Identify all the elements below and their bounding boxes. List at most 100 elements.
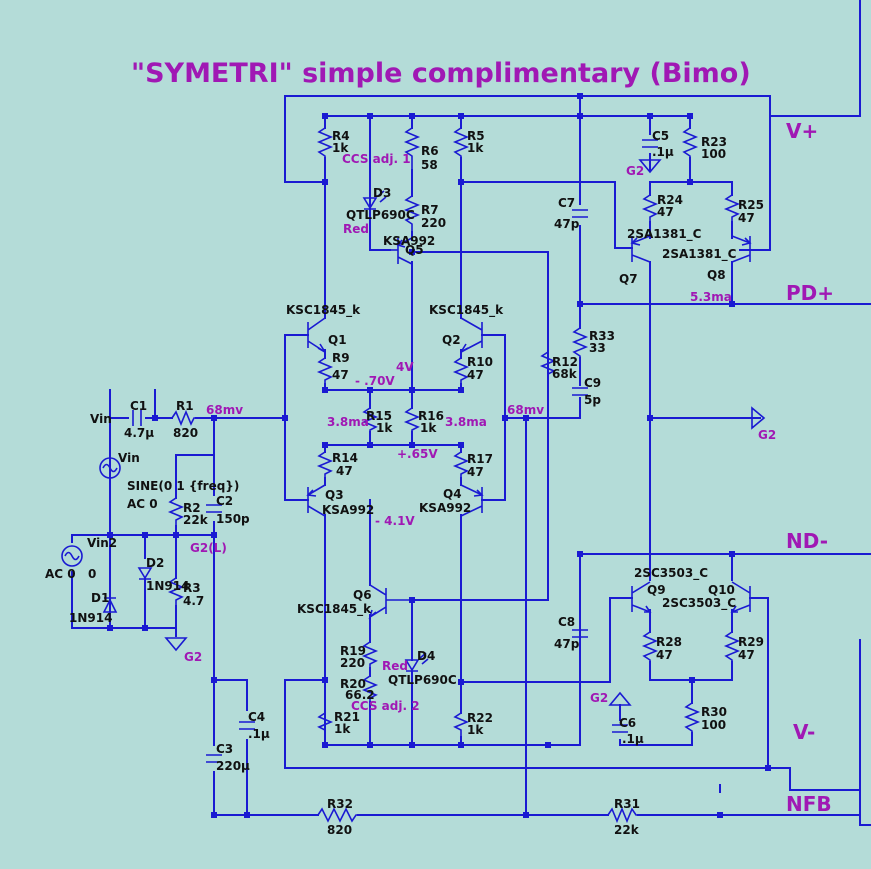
r21-name: R21	[334, 710, 360, 724]
ground-label-g2: G2	[758, 428, 776, 442]
c9-value: 5p	[584, 393, 601, 407]
r1-value: 820	[173, 426, 198, 440]
r12-value: 68k	[552, 367, 578, 381]
transistor-q7	[630, 235, 651, 263]
d2-name: D2	[146, 556, 164, 570]
capacitor-c6	[612, 724, 628, 733]
c6-name: C6	[619, 716, 636, 730]
annotation-3-8ma-left: 3.8ma	[327, 415, 369, 429]
resistor-r3	[167, 577, 185, 606]
r28-name: R28	[656, 635, 682, 649]
q5-value: KSA992	[383, 234, 435, 248]
r14-value: 47	[336, 464, 353, 478]
annotation-ccs-adj-1: CCS adj. 1	[342, 152, 411, 166]
sources	[61, 457, 121, 567]
signal-source-vin	[99, 457, 121, 479]
c2-value: 150p	[216, 512, 250, 526]
q1-value: KSC1845_k	[286, 303, 361, 318]
annotation-3-8ma-right: 3.8ma	[445, 415, 487, 429]
resistor-r21	[317, 712, 334, 737]
r9-name: R9	[332, 351, 350, 365]
rail-vplus: V+	[786, 119, 818, 143]
transistor-q10	[730, 581, 751, 613]
r31-name: R31	[614, 797, 640, 811]
r29-name: R29	[738, 635, 764, 649]
led-d4	[404, 652, 429, 672]
c8-name: C8	[558, 615, 575, 629]
d3-name: D3	[373, 186, 391, 200]
transistor-q4	[460, 484, 484, 517]
capacitors	[132, 139, 658, 763]
r24-name: R24	[657, 193, 683, 207]
r9-value: 47	[332, 368, 349, 382]
annotation-minus-41v: - 4.1V	[375, 514, 415, 528]
r2-value: 22k	[183, 513, 209, 527]
capacitor-c9	[572, 387, 588, 396]
r30-name: R30	[701, 705, 727, 719]
r17-value: 47	[467, 465, 484, 479]
ground-label-g2: G2	[626, 164, 644, 178]
c1-value: 4.7µ	[124, 426, 154, 440]
c5-value: .1µ	[652, 145, 674, 159]
r25-value: 47	[738, 211, 755, 225]
resistor-r7	[403, 195, 421, 232]
r7-name: R7	[421, 203, 439, 217]
c9-name: C9	[584, 376, 601, 390]
r7-value: 220	[421, 216, 446, 230]
resistor-r32	[317, 807, 358, 823]
r3-name: R3	[183, 581, 201, 595]
q1-name: Q1	[328, 333, 347, 347]
diodes	[102, 190, 429, 672]
r30-value: 100	[701, 718, 726, 732]
ground-label-g2: G2	[184, 650, 202, 664]
q5-name: Q5	[405, 243, 424, 257]
d4-color: Red	[382, 659, 408, 673]
q9-name: Q9	[647, 583, 666, 597]
r6-value: 58	[421, 158, 438, 172]
r12-name: R12	[552, 355, 578, 369]
q2-name: Q2	[442, 333, 461, 347]
junctions	[107, 93, 771, 818]
c7-value: 47p	[554, 217, 580, 231]
resistor-r16	[403, 407, 421, 432]
r33-value: 33	[589, 341, 606, 355]
q4-name: Q4	[443, 487, 462, 501]
rail-ndminus: ND-	[786, 529, 828, 553]
q7-value: 2SA1381_C	[627, 227, 702, 242]
transistor-q3	[306, 484, 326, 517]
c4-name: C4	[248, 710, 265, 724]
r14-name: R14	[332, 451, 358, 465]
vin-name: Vin	[118, 451, 140, 465]
c3-value: 220µ	[216, 759, 250, 773]
vin2-name: Vin2	[87, 536, 117, 550]
signal-source-vin2	[61, 545, 83, 567]
q6-value: KSC1845_k	[297, 602, 372, 617]
c3-name: C3	[216, 742, 233, 756]
capacitor-c4	[239, 721, 255, 730]
ground-icon	[751, 406, 766, 430]
r23-value: 100	[701, 147, 726, 161]
annotation-68mv-right: 68mv	[507, 403, 544, 417]
led-d3	[362, 190, 387, 210]
resistor-r24	[641, 194, 659, 222]
r10-value: 47	[467, 368, 484, 382]
resistor-r5	[452, 127, 470, 158]
q3-name: Q3	[325, 488, 344, 502]
capacitor-c1	[132, 410, 142, 426]
rail-pdplus: PD+	[786, 281, 834, 305]
resistor-r15	[361, 407, 379, 432]
vin-spec: SINE(0 1 {freq})	[127, 479, 239, 493]
annotation-68mv-left: 68mv	[206, 403, 243, 417]
q3-value: KSA992	[322, 503, 374, 517]
r4-name: R4	[332, 129, 350, 143]
c6-value: .1µ	[622, 732, 644, 746]
resistor-r9	[316, 357, 334, 384]
c1-name: C1	[130, 399, 147, 413]
r24-value: 47	[657, 205, 674, 219]
q10-name: Q10	[708, 583, 735, 597]
q9-value: 2SC3503_C	[634, 566, 708, 581]
q8-value: 2SA1381_C	[662, 247, 737, 262]
resistor-r30	[683, 702, 701, 733]
q7-name: Q7	[619, 272, 638, 286]
